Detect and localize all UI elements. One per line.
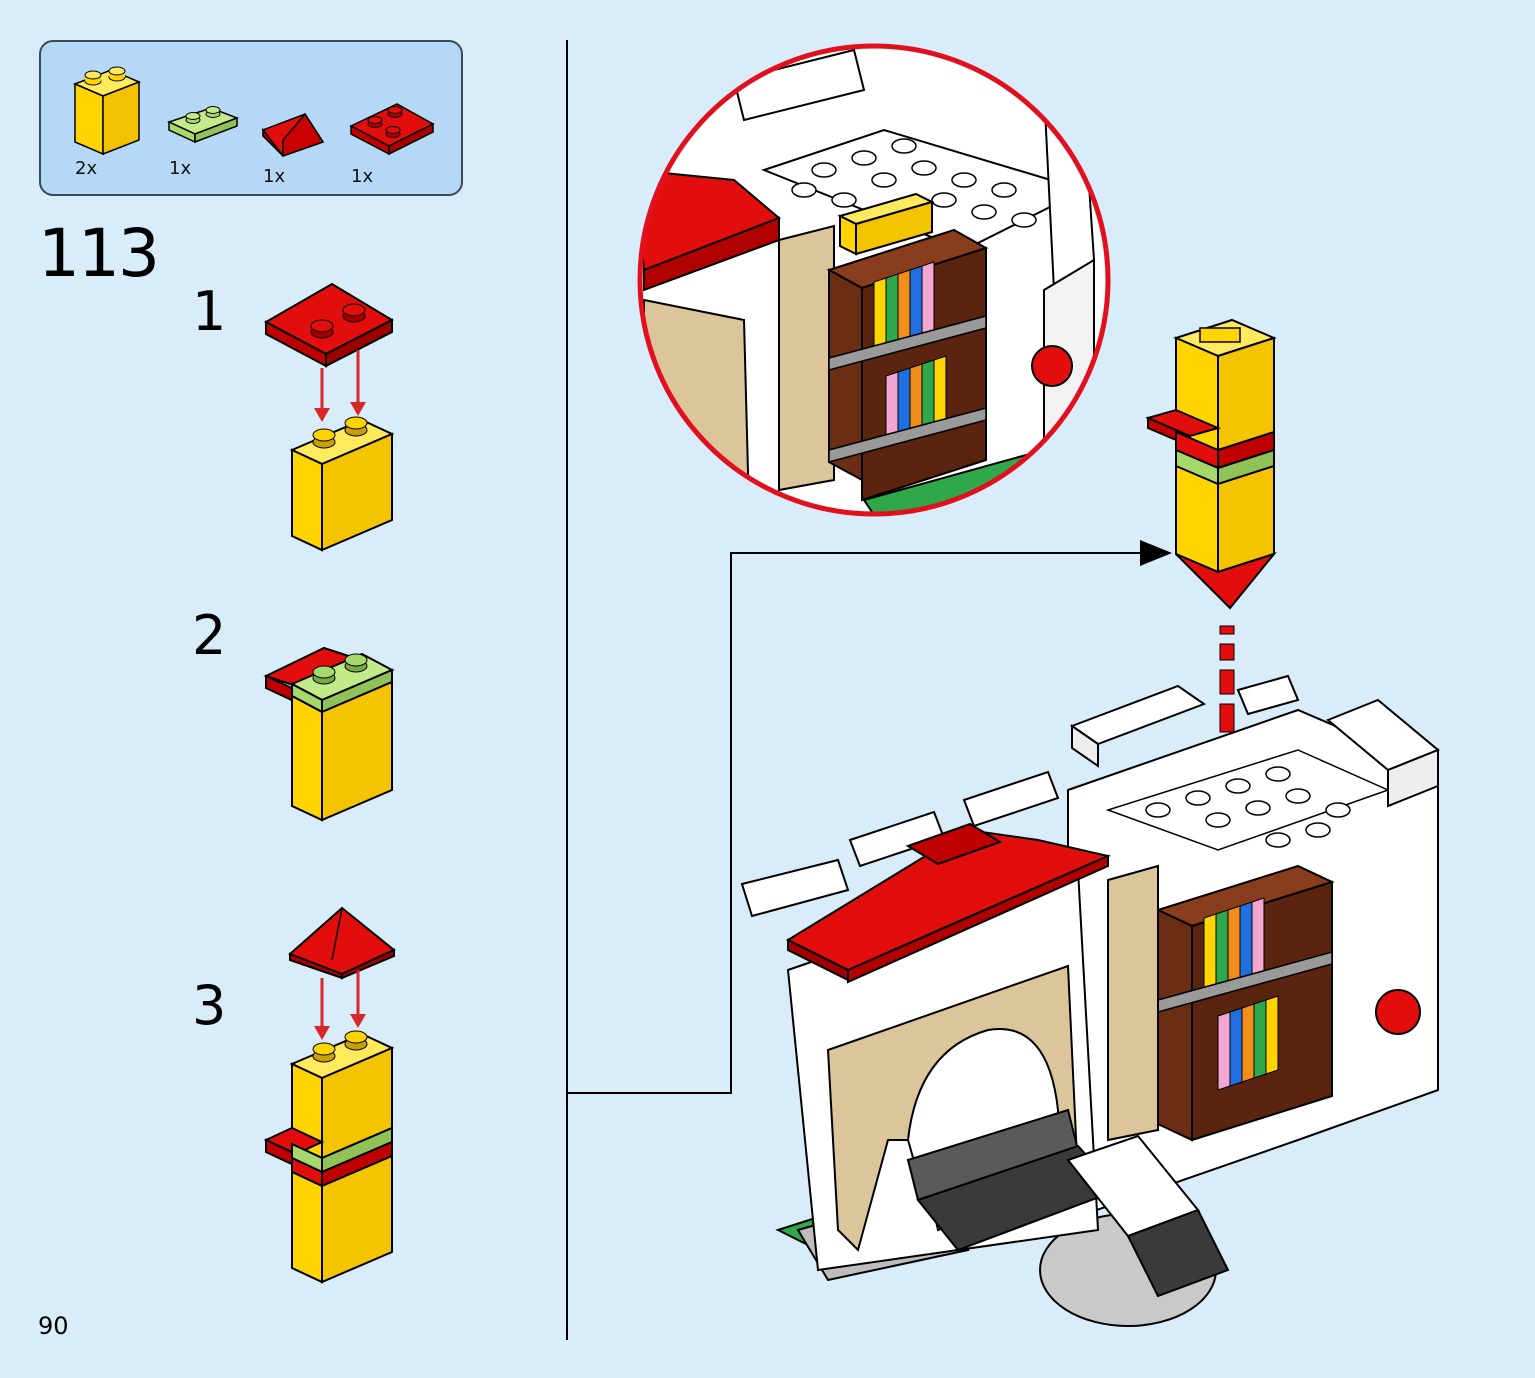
callout-zoom-circle: [637, 43, 1111, 517]
substep-1-label: 1: [192, 280, 227, 343]
step-number: 113: [38, 215, 160, 292]
lime-plate-quantity: 1x: [169, 158, 192, 179]
parts-list-panel: 2x 1x 1x 1x: [39, 40, 463, 196]
column-divider: [566, 40, 568, 1340]
red-plate-2x2-icon: [263, 282, 395, 368]
yellow-brick-quantity: 2x: [75, 158, 98, 179]
red-slope-icon: [261, 112, 325, 158]
substep-2-label: 2: [192, 604, 227, 667]
substep-3-label: 3: [192, 974, 227, 1037]
lime-plate-1x2-icon: [166, 106, 240, 144]
yellow-brick-1x2x2-icon: [289, 416, 395, 552]
placement-arrow-icon: [314, 970, 366, 1040]
substep-1-illustration: [263, 282, 395, 552]
subassembly-illustration: [1145, 318, 1277, 610]
yellow-brick-stack: [263, 1030, 395, 1284]
placement-arrow-icon: [314, 350, 366, 422]
red-slope-icon: [288, 906, 396, 980]
red-plate-quantity: 1x: [351, 166, 374, 187]
substep-2-illustration: [263, 646, 395, 822]
substep-3-illustration: [263, 906, 396, 1284]
yellow-brick-1x2x2-icon: [73, 66, 141, 156]
red-slope-quantity: 1x: [263, 166, 286, 187]
main-model-illustration: [740, 674, 1440, 1327]
red-plate-2x2-icon: [349, 103, 435, 156]
page-number: 90: [38, 1312, 69, 1340]
